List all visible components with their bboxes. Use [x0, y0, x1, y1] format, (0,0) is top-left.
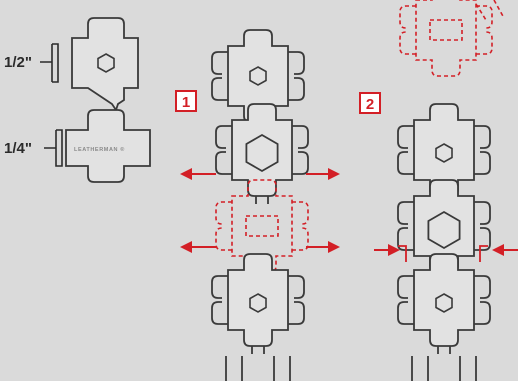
step-number-2: 2 [366, 96, 374, 113]
label-half-inch: 1/2" [4, 54, 32, 71]
link-quarter-inch [65, 109, 151, 183]
engraving-text: LEATHERMAN ® [74, 146, 125, 153]
arrow-left-upper [180, 168, 216, 180]
chain2-link-bottom [397, 253, 491, 355]
arrow-right-upper [306, 168, 340, 180]
chain-step1 [211, 29, 309, 381]
arrows-step1 [180, 168, 340, 253]
chain2-link-floating [399, 0, 493, 77]
arrows-step2 [374, 244, 518, 256]
label-quarter-inch: 1/4" [4, 140, 32, 157]
step-badge-2: 2 [359, 92, 381, 114]
step-badge-1: 1 [175, 90, 197, 112]
legend-quarter-inch: 1/4" LEATHERMAN ® [4, 109, 151, 183]
arrow-in-right [492, 244, 518, 256]
chain1-link-bottom [211, 253, 305, 355]
link-half-inch [71, 17, 139, 113]
arrow-left-lower [180, 241, 216, 253]
arrow-right-lower [306, 241, 340, 253]
bracket-quarter [44, 129, 63, 167]
bracket-half [40, 43, 59, 83]
chain1-link-large [215, 103, 309, 205]
chain-step2-removed-link [399, 0, 505, 77]
chain-step2 [397, 103, 491, 381]
arrow-in-left [374, 244, 400, 256]
step-number-1: 1 [182, 94, 190, 111]
legend-half-inch: 1/2" [4, 17, 139, 113]
